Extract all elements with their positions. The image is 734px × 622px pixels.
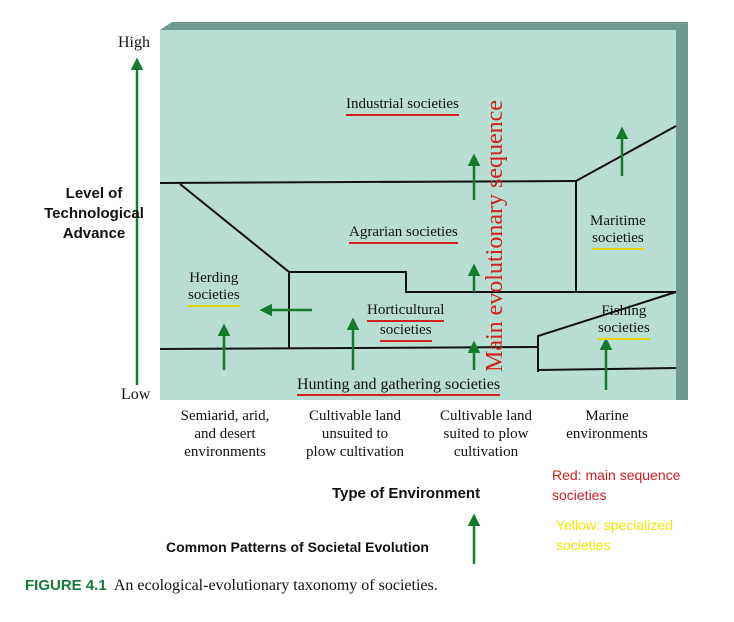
maritime-line: societies (592, 230, 644, 250)
environment-label: Cultivable land suited to plow cultivati… (425, 407, 547, 461)
legend-yellow: Yellow: specialized societies (556, 515, 673, 555)
environment-line: Marine (585, 408, 629, 424)
environment-line: suited to plow (443, 426, 529, 442)
boundary-line (159, 180, 577, 184)
boundary-line (537, 291, 677, 372)
environment-line: cultivation (453, 444, 519, 460)
figure-number: FIGURE 4.1 (25, 577, 107, 594)
legend-yellow-line: societies (556, 537, 611, 553)
environment-line: plow cultivation (306, 444, 404, 460)
horticultural-societies-label: Horticultural societies (367, 302, 445, 342)
maritime-societies-label: Maritime societies (590, 213, 646, 250)
y-axis-title: Level of Technological Advance (34, 184, 154, 244)
horticultural-line: Horticultural (367, 302, 445, 322)
legend-red: Red: main sequence societies (552, 465, 680, 505)
herding-line: societies (188, 287, 240, 307)
hunting-gathering-societies-label: Hunting and gathering societies (297, 376, 501, 396)
boundary-line (289, 271, 676, 293)
herding-line: Herding (189, 270, 239, 286)
fishing-societies-label: Fishing societies (598, 303, 650, 340)
y-axis-high-label: High (118, 34, 150, 51)
legend-red-line: Red: main sequence (552, 467, 681, 483)
environment-line: Semiarid, arid, (180, 408, 270, 424)
boundary-line (575, 125, 677, 182)
fishing-line: Fishing (601, 303, 647, 319)
herding-societies-label: Herding societies (188, 270, 240, 307)
y-axis-title-line: Advance (62, 225, 126, 242)
environment-line: environments (566, 426, 648, 442)
legend-yellow-line: Yellow: specialized (556, 517, 673, 533)
x-axis-title: Type of Environment (332, 485, 481, 502)
maritime-line: Maritime (590, 213, 646, 229)
y-axis-low-label: Low (121, 386, 151, 403)
environment-label: Cultivable land unsuited to plow cultiva… (290, 407, 420, 461)
agrarian-societies-label: Agrarian societies (349, 224, 458, 244)
environment-line: unsuited to (321, 426, 389, 442)
figure-caption: FIGURE 4.1 An ecological-evolutionary ta… (25, 577, 438, 595)
environment-line: environments (184, 444, 266, 460)
legend-red-line: societies (552, 487, 607, 503)
y-axis-title-line: Level of (65, 185, 123, 202)
environment-line: and desert (194, 426, 256, 442)
environment-line: Cultivable land (439, 408, 533, 424)
diagram-subtitle: Common Patterns of Societal Evolution (166, 539, 429, 555)
industrial-societies-label: Industrial societies (346, 96, 459, 116)
horticultural-line: societies (379, 322, 432, 342)
diagram-panel (160, 30, 676, 400)
main-sequence-label: Main evolutionary sequence (482, 100, 508, 372)
fishing-line: societies (598, 320, 650, 340)
environment-label: Semiarid, arid, and desert environments (165, 407, 285, 461)
y-axis-title-line: Technological (44, 205, 144, 222)
figure-caption-text: An ecological-evolutionary taxonomy of s… (113, 577, 438, 594)
environment-line: Cultivable land (308, 408, 402, 424)
environment-label: Marine environments (550, 407, 664, 443)
